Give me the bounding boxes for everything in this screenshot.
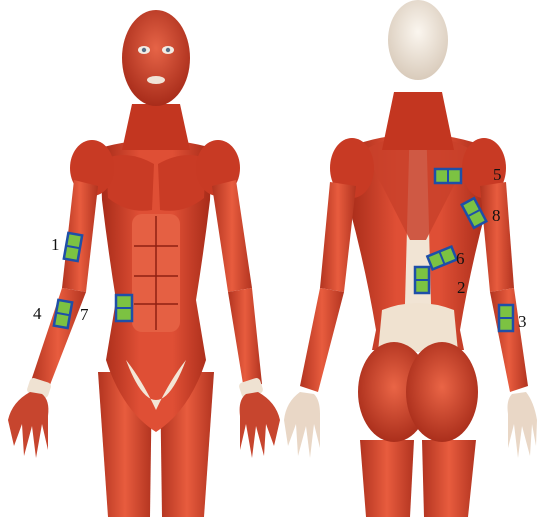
- electrode-3: [499, 305, 513, 331]
- posterior-figure: [284, 0, 537, 517]
- anterior-iris-left: [142, 48, 146, 52]
- posterior-upper-arm-right: [480, 182, 514, 292]
- electrode-label-8: 8: [492, 206, 501, 225]
- electrode-label-4: 4: [33, 304, 42, 323]
- electrode-label-1: 1: [51, 235, 60, 254]
- anterior-head: [122, 10, 190, 106]
- anterior-forearm-right: [228, 288, 262, 390]
- anterior-iris-right: [166, 48, 170, 52]
- anterior-hand-left: [8, 392, 48, 458]
- electrode-5: [435, 169, 461, 183]
- anterior-neck: [122, 104, 190, 150]
- anterior-upper-arm-right: [212, 180, 252, 292]
- posterior-forearm-left: [300, 288, 344, 392]
- posterior-right-thigh: [422, 440, 476, 517]
- electrode-7: [116, 295, 132, 321]
- electrode-4: [54, 300, 72, 328]
- electrode-1: [64, 233, 82, 261]
- anterior-mouth: [147, 76, 165, 84]
- posterior-neck: [382, 92, 454, 150]
- posterior-left-thigh: [360, 440, 414, 517]
- posterior-hand-right: [508, 392, 537, 458]
- electrode-label-6: 6: [456, 249, 465, 268]
- posterior-upper-arm-left: [320, 182, 356, 292]
- posterior-hand-left: [284, 392, 320, 458]
- electrode-label-3: 3: [518, 312, 527, 331]
- anterior-hand-right: [240, 392, 280, 458]
- electrode-label-2: 2: [457, 278, 466, 297]
- posterior-head: [388, 0, 448, 80]
- electrode-2: [415, 267, 429, 293]
- electrode-label-5: 5: [493, 165, 502, 184]
- anterior-figure: [8, 10, 280, 517]
- posterior-forearm-right: [490, 288, 528, 392]
- posterior-glute-right: [406, 342, 478, 442]
- electrode-label-7: 7: [80, 305, 89, 324]
